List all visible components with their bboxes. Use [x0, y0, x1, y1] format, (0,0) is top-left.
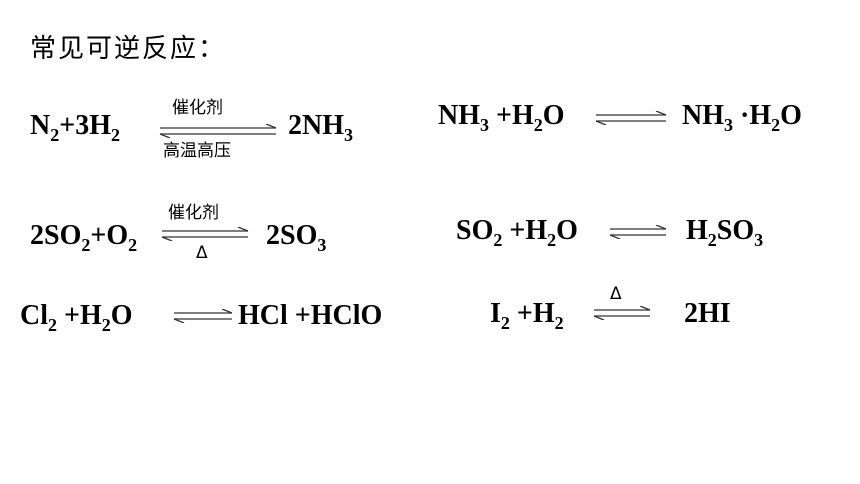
reaction-3-reversible-arrow — [161, 227, 249, 241]
reaction-1-condition-bottom: 高温高压 — [163, 141, 231, 161]
reaction-1-reversible-arrow — [159, 124, 277, 138]
reaction-5-reversible-arrow — [173, 309, 233, 323]
reaction-2-products: NH3 ·H2O — [682, 100, 802, 135]
reaction-3-condition-top: 催化剂 — [168, 203, 219, 223]
reaction-1-products: 2NH3 — [288, 110, 353, 145]
reaction-5-reactants: Cl2 +H2O — [20, 300, 133, 335]
reaction-4-reversible-arrow — [609, 225, 667, 239]
page-title: 常见可逆反应： — [30, 34, 227, 64]
reaction-2-reversible-arrow — [595, 111, 667, 125]
reaction-6-reactants: I2 +H2 — [490, 298, 564, 333]
reaction-2-reactants: NH3 +H2O — [438, 100, 565, 135]
reaction-1-reactants: N2+3H2 — [30, 110, 120, 145]
reaction-4-products: H2SO3 — [686, 215, 764, 250]
reaction-6-reversible-arrow — [593, 306, 651, 320]
reaction-1-condition-top: 催化剂 — [172, 98, 223, 118]
reaction-6-condition-top: Δ — [610, 284, 622, 304]
reaction-3-reactants: 2SO2+O2 — [30, 220, 138, 255]
reaction-4-reactants: SO2 +H2O — [456, 215, 578, 250]
reaction-3-condition-bottom: Δ — [196, 243, 208, 263]
reaction-5-products: HCl +HClO — [238, 300, 383, 331]
reaction-6-products: 2HI — [684, 298, 731, 329]
reaction-3-products: 2SO3 — [266, 220, 327, 255]
